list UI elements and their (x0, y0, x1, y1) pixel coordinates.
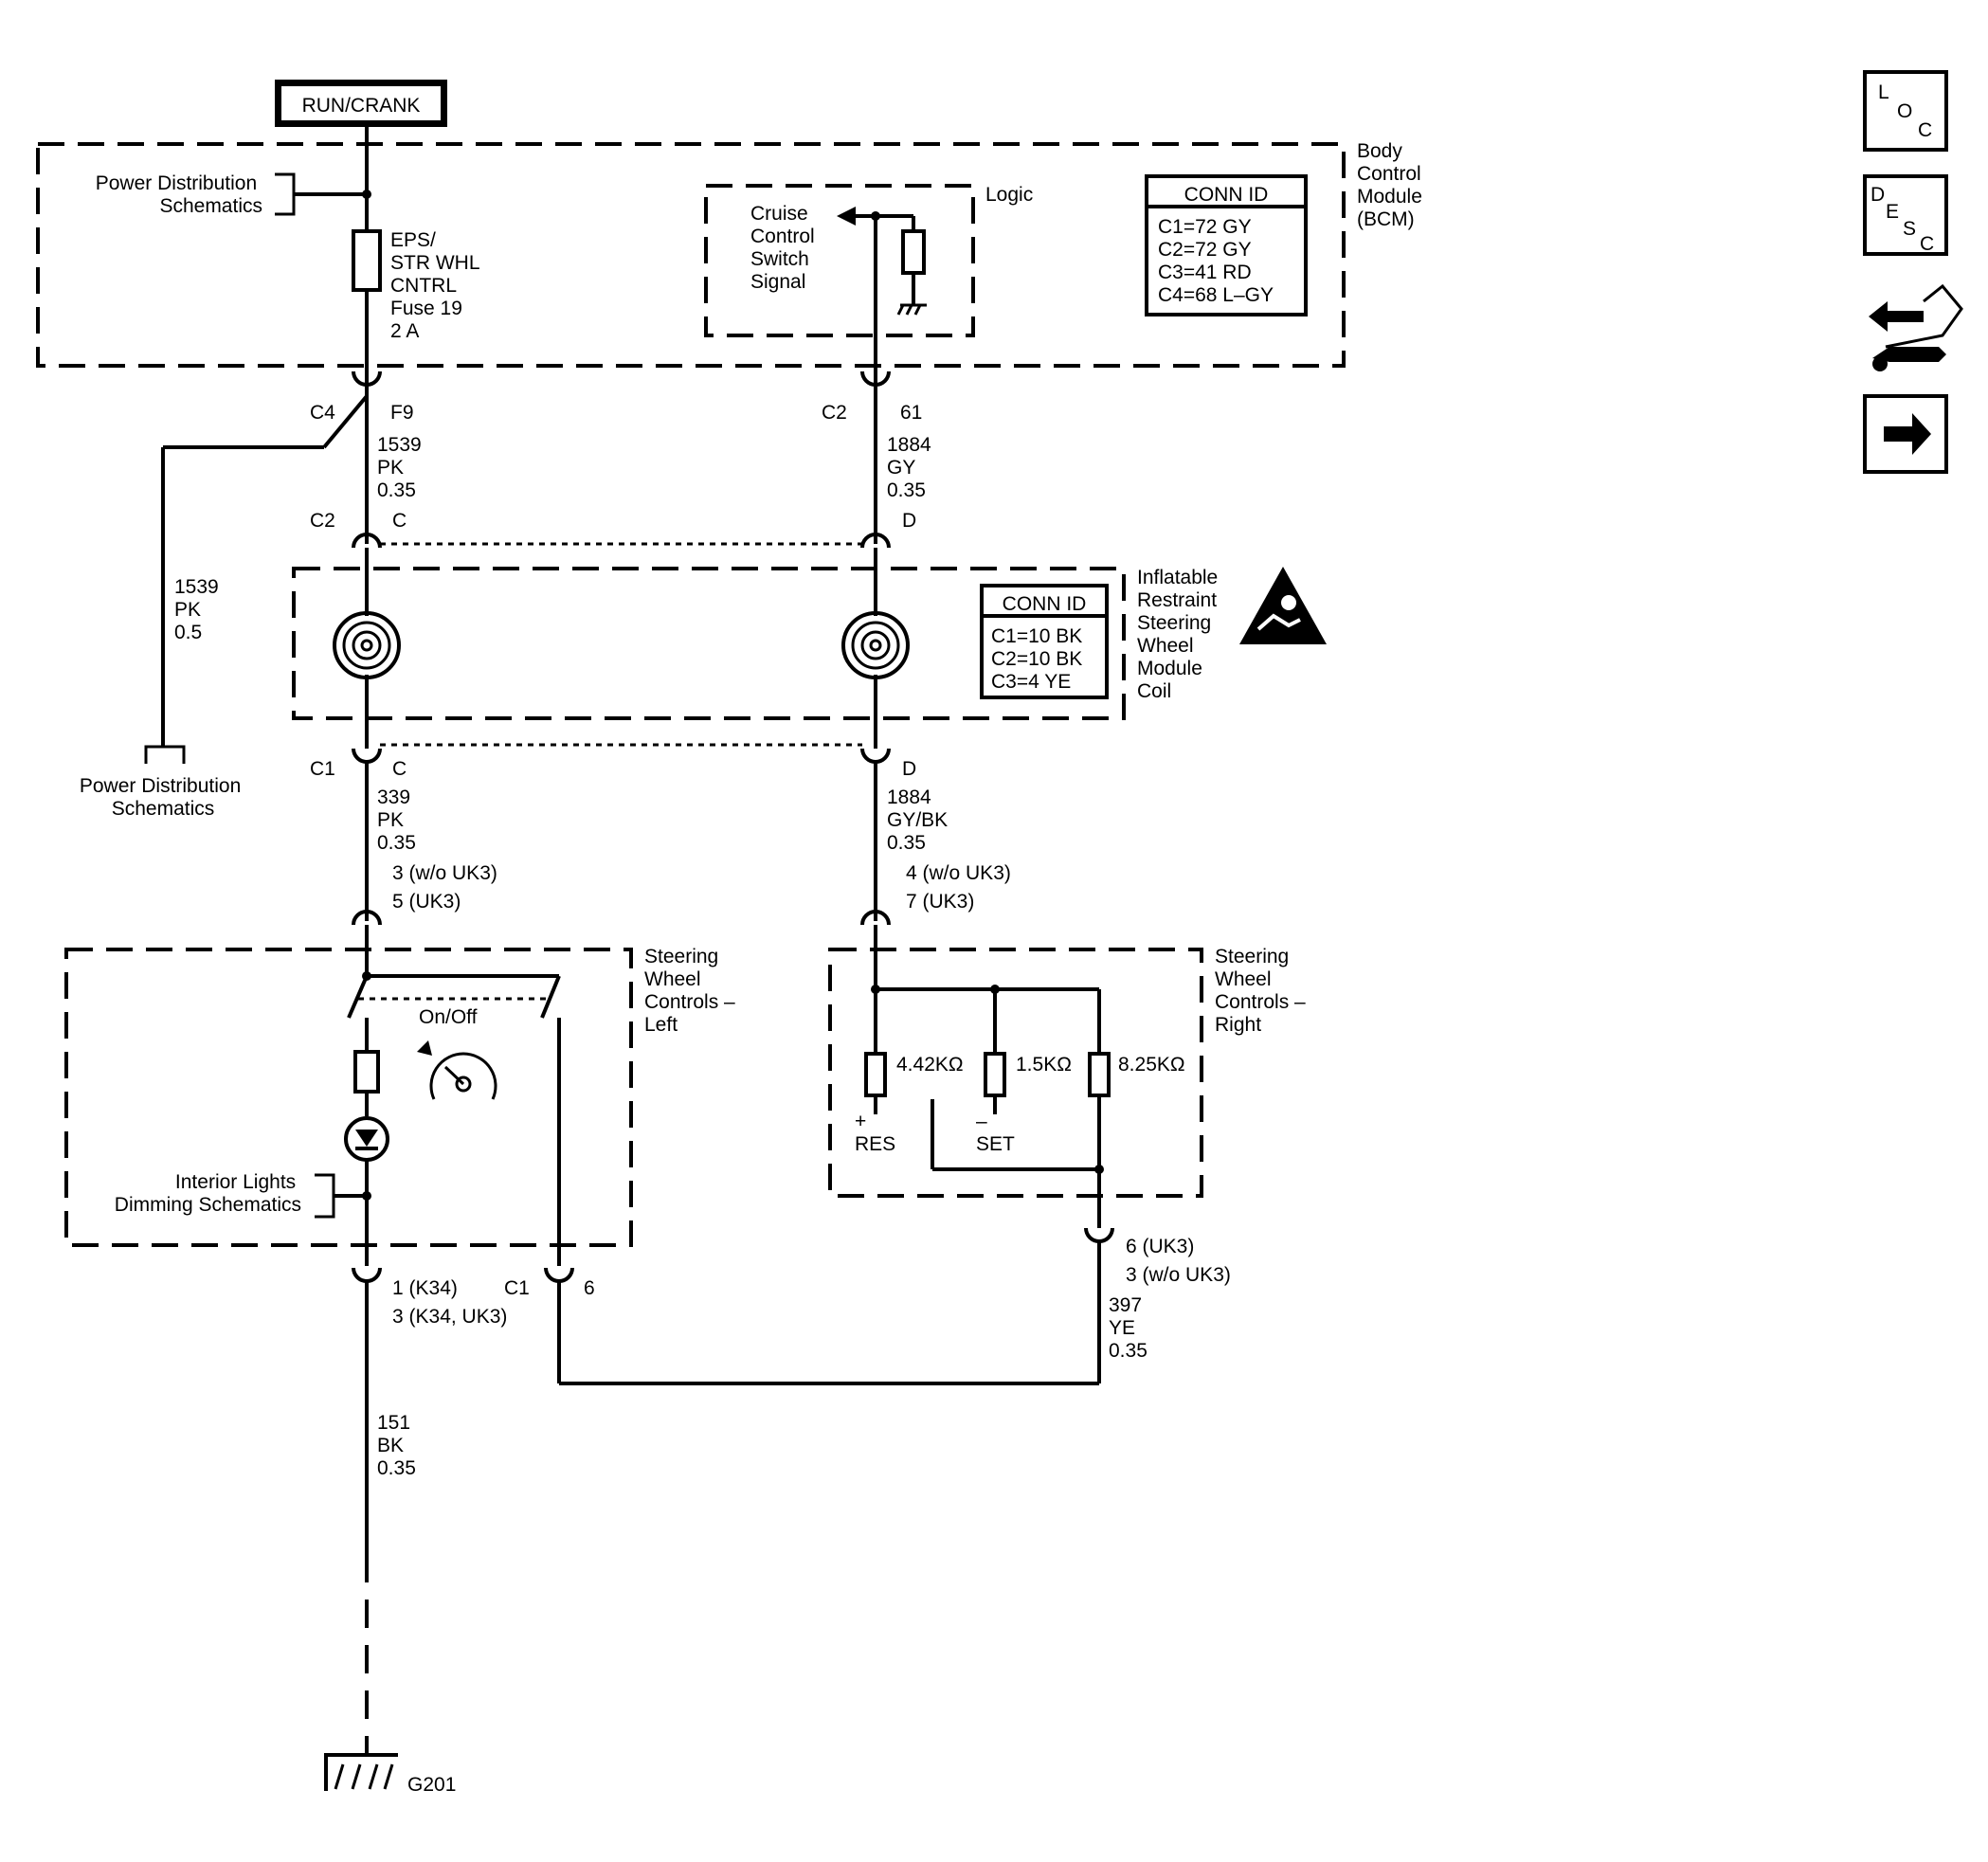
left-controls-label: Steering Wheel Controls – Left (644, 946, 741, 1036)
connector-pin6-label: 6 (584, 1277, 595, 1299)
wire-1884-gy-bk-label: 1884 GY/BK 0.35 (887, 786, 953, 854)
svg-text:C3=4 YE: C3=4 YE (991, 671, 1071, 693)
connector-c4-label: C4 (310, 402, 335, 424)
connector-d-pin-bottom: D (902, 758, 916, 780)
hand-wrench-icon[interactable] (1869, 283, 1963, 371)
svg-text:C2=10 BK: C2=10 BK (991, 648, 1082, 670)
pds-label-top: Power Distribution Schematics (96, 172, 262, 217)
wire-1539-pk-0-5-label: 1539 PK 0.5 (174, 576, 225, 643)
resistor-main (1088, 1052, 1111, 1097)
svg-text:C1=72 GY: C1=72 GY (1158, 216, 1252, 238)
steering-wheel-controls-right-box (828, 948, 1203, 1198)
chassis-ground-icon (896, 303, 927, 316)
left-controls-top-pins: 3 (w/o UK3) 5 (UK3) (392, 862, 503, 913)
steering-wheel-controls-left-box (64, 948, 633, 1247)
connector-c1-coil-label: C1 (310, 758, 335, 780)
coil-spiral-left-icon (333, 611, 401, 679)
dimming-bracket (315, 1173, 335, 1219)
connector-61-pin: 61 (900, 402, 922, 424)
airbag-warning-icon (1239, 567, 1327, 644)
svg-text:CONN ID: CONN ID (1184, 184, 1269, 206)
wire-151-bk-label: 151 BK 0.35 (377, 1412, 416, 1479)
loc-button[interactable]: L O C (1863, 70, 1948, 152)
connector-c1-left-label: C1 (504, 1277, 530, 1299)
onoff-switch-label: On/Off (419, 1006, 478, 1028)
connector-d-pin-top: D (902, 510, 916, 532)
pds-bracket-top (275, 172, 296, 216)
resistor-set-value: 1.5KΩ (1016, 1054, 1072, 1076)
power-source-label: RUN/CRANK (302, 95, 421, 117)
coil-label: Inflatable Restraint Steering Wheel Modu… (1137, 567, 1223, 702)
right-controls-top-pins: 4 (w/o UK3) 7 (UK3) (906, 862, 1017, 913)
connector-c1-coil-right (860, 748, 891, 764)
arrow-right-icon[interactable] (1863, 394, 1948, 474)
res-switch-label: + RES (855, 1111, 895, 1155)
logic-box (704, 184, 975, 337)
ground-g201-icon (324, 1753, 398, 1791)
desc-button[interactable]: D E S C (1863, 174, 1948, 256)
svg-text:S: S (1903, 218, 1916, 240)
connector-c1-coil-left (352, 748, 382, 764)
connector-right-controls-top (860, 910, 891, 926)
svg-text:C: C (1918, 119, 1932, 141)
connector-left-controls-pin6 (544, 1267, 574, 1283)
svg-text:O: O (1897, 100, 1912, 122)
connector-c2-coil-right (860, 533, 891, 549)
connector-c2-bcm-label: C2 (822, 402, 847, 424)
svg-text:L: L (1878, 81, 1889, 103)
bcm-conn-id-table: CONN ID C1=72 GY C2=72 GY C3=41 RD C4=68… (1145, 174, 1308, 316)
connector-c2-coil-label: C2 (310, 510, 335, 532)
cruise-signal-label: Cruise Control Switch Signal (750, 203, 821, 293)
fuse-19 (352, 229, 382, 292)
svg-text:C: C (1920, 233, 1934, 255)
clockspring-coil-box (292, 567, 1126, 720)
onoff-switch-right-blade (540, 975, 561, 1019)
svg-text:E: E (1886, 201, 1899, 223)
svg-text:C4=68 L–GY: C4=68 L–GY (1158, 284, 1274, 306)
resistor-main-value: 8.25KΩ (1118, 1054, 1185, 1076)
resistor-set (984, 1052, 1006, 1097)
svg-text:CONN ID: CONN ID (1003, 593, 1087, 615)
pds-label-bottom: Power Distribution Schematics (80, 775, 246, 820)
onoff-switch-left-blade (347, 975, 369, 1019)
dimming-label: Interior Lights Dimming Schematics (115, 1171, 301, 1216)
resistor-res-value: 4.42KΩ (896, 1054, 964, 1076)
connector-right-controls-bottom (1084, 1227, 1114, 1243)
fuse-label: EPS/ STR WHL CNTRL Fuse 19 2 A (390, 229, 485, 342)
wire-339-pk-label: 339 PK 0.35 (377, 786, 416, 854)
wire-1539-pk-0-35-label: 1539 PK 0.35 (377, 434, 427, 501)
svg-text:C3=41 RD: C3=41 RD (1158, 262, 1252, 283)
set-switch-label: – SET (976, 1111, 1015, 1155)
svg-text:C2=72 GY: C2=72 GY (1158, 239, 1252, 261)
connector-left-controls-top (352, 910, 382, 926)
right-controls-bottom-pins: 6 (UK3) 3 (w/o UK3) (1126, 1236, 1231, 1286)
connector-c2-coil-left (352, 533, 382, 549)
wire-397-ye-label: 397 YE 0.35 (1109, 1294, 1148, 1362)
svg-text:D: D (1871, 184, 1885, 206)
connector-c-pin-top: C (392, 510, 407, 532)
bcm-label: Body Control Module (BCM) (1357, 140, 1428, 230)
coil-spiral-right-icon (841, 611, 910, 679)
pds-bracket-bottom (144, 745, 186, 764)
indicator-led-icon (344, 1116, 389, 1162)
connector-c-pin-bottom: C (392, 758, 407, 780)
signal-arrow-icon (837, 207, 856, 226)
connector-f9-pin: F9 (390, 402, 414, 424)
svg-text:C1=10 BK: C1=10 BK (991, 625, 1082, 647)
logic-label: Logic (985, 184, 1033, 206)
ground-g201-label: G201 (407, 1774, 456, 1796)
cruise-speedometer-icon (417, 1040, 497, 1100)
resistor-res (864, 1052, 887, 1097)
lamp-resistor (353, 1050, 380, 1094)
wire-1884-gy-label: 1884 GY 0.35 (887, 434, 937, 501)
left-controls-bottom-pins: 1 (K34) 3 (K34, UK3) (392, 1277, 507, 1328)
bcm-box (36, 142, 1346, 368)
coil-conn-id-table: CONN ID C1=10 BK C2=10 BK C3=4 YE (980, 584, 1109, 699)
right-controls-label: Steering Wheel Controls – Right (1215, 946, 1311, 1036)
pullup-resistor (901, 229, 926, 275)
power-source-run-crank: RUN/CRANK (275, 80, 447, 127)
connector-left-controls-bottom (352, 1267, 382, 1283)
